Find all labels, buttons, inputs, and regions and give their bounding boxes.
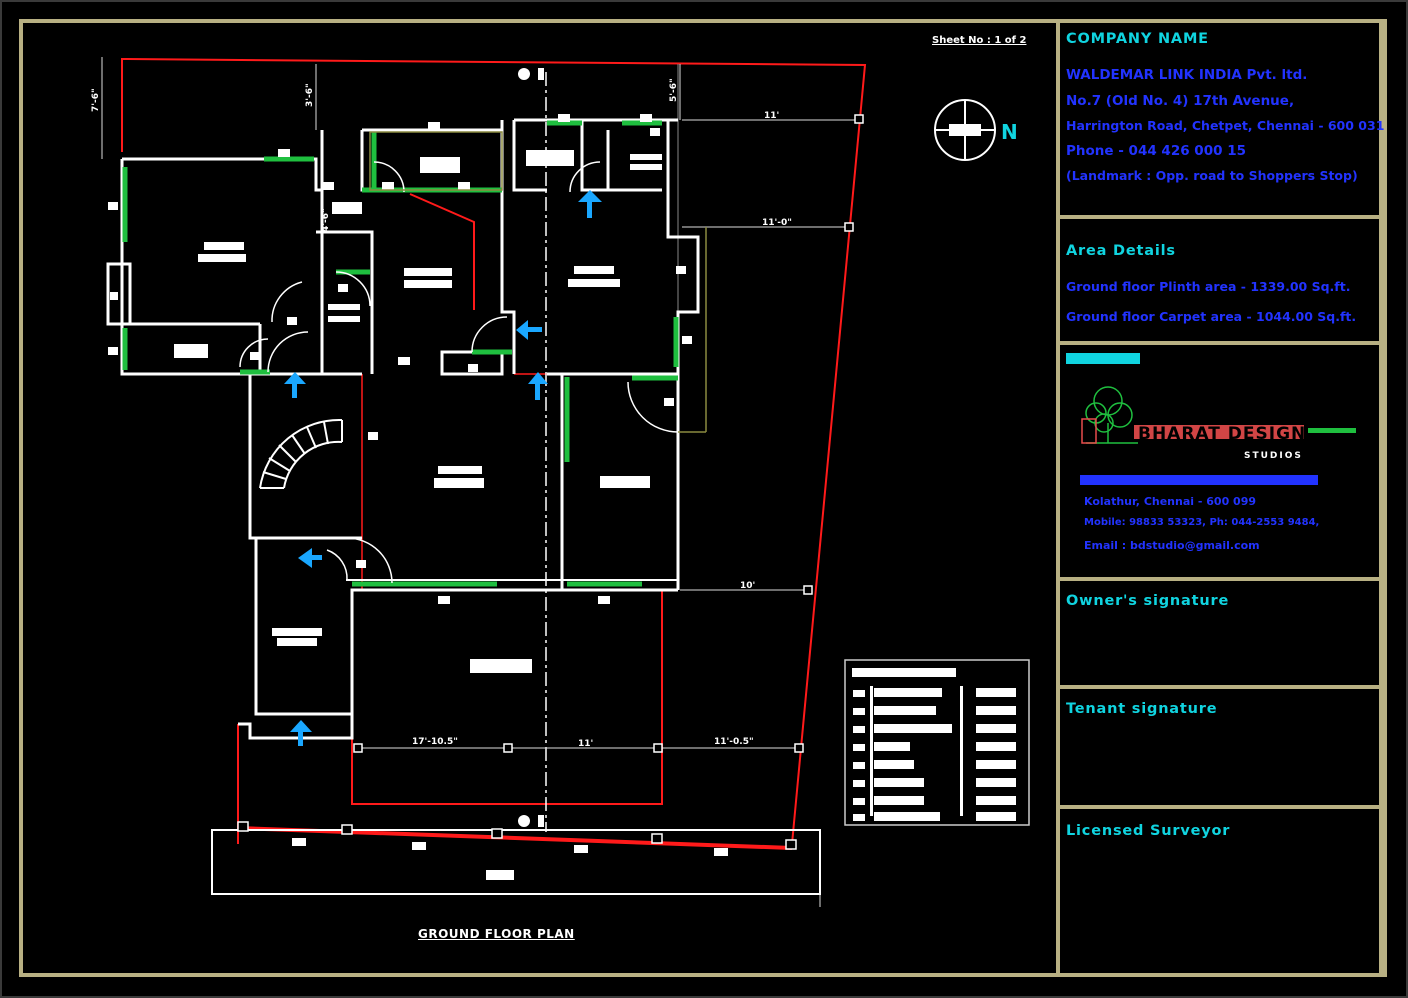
room-labels <box>108 114 728 880</box>
tenant-signature-cell: Tenant signature <box>1056 685 1383 809</box>
tenant-heading: Tenant signature <box>1066 701 1218 717</box>
logo-text: BHARAT DESIGN <box>1138 424 1307 444</box>
area-cell: Area Details Ground floor Plinth area - … <box>1056 215 1383 345</box>
area-heading: Area Details <box>1066 243 1176 259</box>
door-swings <box>239 161 679 584</box>
owner-heading: Owner's signature <box>1066 593 1230 609</box>
contact-line: Kolathur, Chennai - 600 099 <box>1084 495 1257 508</box>
floor-plan-drawing: 7'-6" 3'-6" 5'-6" 11' 11'-0" 4'-6" 10' 1… <box>91 57 1030 907</box>
company-line: (Landmark : Opp. road to Shoppers Stop) <box>1066 168 1358 183</box>
company-line: No.7 (Old No. 4) 17th Avenue, <box>1066 93 1295 109</box>
dim-label: 17'-10.5" <box>412 737 458 747</box>
walls <box>106 118 821 895</box>
company-cell: COMPANY NAME WALDEMAR LINK INDIA Pvt. lt… <box>1056 19 1385 219</box>
spiral-staircase <box>259 418 343 489</box>
dim-label: 11'-0" <box>762 218 792 228</box>
company-line: Phone - 044 426 000 15 <box>1066 143 1246 159</box>
company-line: Harrington Road, Chetpet, Chennai - 600 … <box>1066 118 1385 133</box>
datum-marks <box>518 68 544 827</box>
logo-bar <box>1066 353 1140 364</box>
dim-label: 11'-0.5" <box>714 737 754 747</box>
owner-signature-cell: Owner's signature <box>1056 577 1383 689</box>
company-heading: COMPANY NAME <box>1066 31 1209 47</box>
surveyor-cell: Licensed Surveyor <box>1056 805 1383 977</box>
designer-cell: BHARAT DESIGN STUDIOS Kolathur, Chennai … <box>1056 341 1383 581</box>
logo-icon <box>1081 386 1356 444</box>
sheet-border <box>19 19 1387 977</box>
sheet-number: Sheet No : 1 of 2 <box>932 35 1027 46</box>
dim-label: 10' <box>740 581 755 591</box>
dimension-labels: 7'-6" 3'-6" 5'-6" 11' 11'-0" 4'-6" 10' 1… <box>91 78 792 749</box>
logo-underline <box>1080 475 1318 485</box>
inner-partitions <box>369 131 707 433</box>
entry-arrows <box>284 190 602 746</box>
company-line: WALDEMAR LINK INDIA Pvt. ltd. <box>1066 67 1308 83</box>
dim-label: 3'-6" <box>305 83 315 107</box>
dim-label: 11' <box>764 111 779 121</box>
area-line: Ground floor Plinth area - 1339.00 Sq.ft… <box>1066 279 1351 294</box>
dim-label: 11' <box>578 739 593 749</box>
dim-label: 4'-6" <box>321 208 331 232</box>
north-arrow-icon <box>934 99 996 161</box>
dim-label: 7'-6" <box>91 88 101 112</box>
contact-line: Email : bdstudio@gmail.com <box>1084 539 1260 552</box>
plot-boundary <box>121 57 867 850</box>
surveyor-heading: Licensed Surveyor <box>1066 823 1231 839</box>
dim-label: 5'-6" <box>669 78 679 102</box>
north-label: N <box>1001 120 1018 144</box>
plan-title: GROUND FLOOR PLAN <box>418 927 575 941</box>
area-line: Ground floor Carpet area - 1044.00 Sq.ft… <box>1066 309 1357 324</box>
contact-line: Mobile: 98833 53323, Ph: 044-2553 9484, <box>1084 517 1320 528</box>
title-block: COMPANY NAME WALDEMAR LINK INDIA Pvt. lt… <box>1052 19 1387 977</box>
logo-subtext: STUDIOS <box>1244 451 1303 461</box>
boundary-markers <box>237 114 864 850</box>
door-window-schedule <box>844 659 1030 826</box>
